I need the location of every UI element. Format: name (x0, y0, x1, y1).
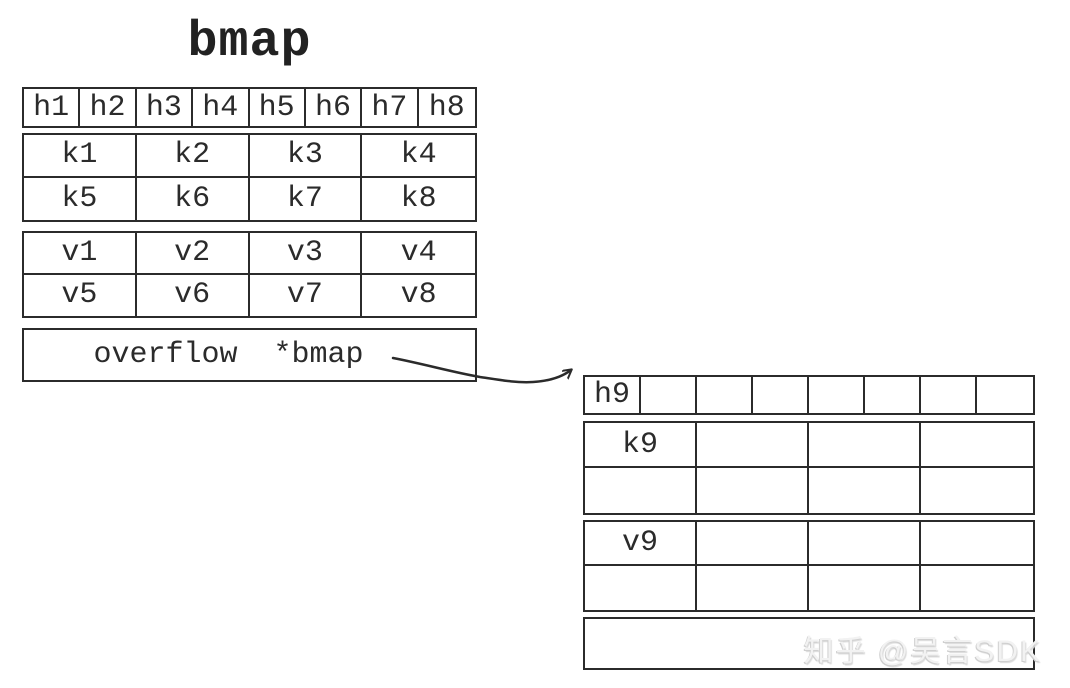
hash-cell (697, 377, 753, 413)
key-cell (697, 468, 809, 513)
hash-cell (809, 377, 865, 413)
value-cell (809, 522, 921, 566)
bucket1-keys-box: k1 k2 k3 k4 k5 k6 k7 k8 (22, 133, 477, 222)
value-cell: v1 (24, 233, 137, 275)
value-cell: v6 (137, 274, 250, 316)
bucket1-values-box: v1 v2 v3 v4 v5 v6 v7 v8 (22, 231, 477, 318)
value-cell (809, 566, 921, 610)
key-cell: k3 (249, 135, 363, 178)
hash-cell: h6 (306, 89, 363, 126)
key-cell: k4 (362, 135, 475, 178)
bucket2-hash-row: h9 (583, 375, 1035, 415)
value-cell (921, 566, 1033, 610)
hash-cell: h9 (585, 377, 641, 413)
bucket1-overflow-cell: overflow *bmap (22, 328, 477, 382)
key-cell (697, 423, 809, 468)
key-cell (921, 468, 1033, 513)
value-cell: v2 (136, 233, 250, 275)
hash-cell (641, 377, 697, 413)
hash-cell: h2 (80, 89, 137, 126)
hash-cell: h1 (24, 89, 81, 126)
value-cell (921, 522, 1033, 566)
key-cell (585, 468, 697, 513)
key-cell: k1 (24, 135, 137, 178)
value-cell: v5 (24, 274, 137, 316)
hash-cell: h8 (428, 90, 465, 125)
key-cell (809, 468, 921, 513)
hash-cell: h7 (362, 89, 419, 126)
hash-cell: h4 (193, 89, 250, 126)
value-cell (697, 522, 809, 566)
bucket1-hash-row: h1 h2 h3 h4 h5 h6 h7 h8 (22, 87, 477, 128)
key-cell: k5 (24, 177, 137, 220)
key-cell: k8 (400, 181, 437, 216)
key-cell: k9 (585, 423, 697, 468)
value-cell: v8 (400, 278, 437, 313)
key-cell (921, 423, 1033, 468)
key-cell: k7 (250, 177, 363, 220)
zhihu-watermark: 知乎 @吴言SDK (803, 635, 1042, 668)
value-cell: v7 (250, 274, 363, 316)
bucket2-keys-box: k9 (583, 421, 1035, 515)
value-cell: v9 (585, 522, 697, 566)
key-cell: k2 (136, 135, 250, 178)
bucket2-values-box: v9 (583, 520, 1035, 612)
value-cell: v4 (362, 233, 475, 275)
value-cell (585, 566, 697, 610)
hash-cell (977, 377, 1033, 413)
hash-cell: h3 (137, 89, 194, 126)
bucket2-overflow-cell (583, 617, 1035, 670)
hash-cell (865, 377, 921, 413)
key-cell: k6 (137, 177, 250, 220)
hash-cell (921, 377, 977, 413)
overflow-pointer-label: overflow *bmap (93, 338, 364, 372)
key-cell (809, 423, 921, 468)
hash-cell (753, 377, 809, 413)
value-cell (697, 566, 809, 610)
hash-cell: h5 (250, 89, 306, 126)
diagram-title: bmap (187, 14, 312, 71)
value-cell: v3 (249, 233, 363, 275)
